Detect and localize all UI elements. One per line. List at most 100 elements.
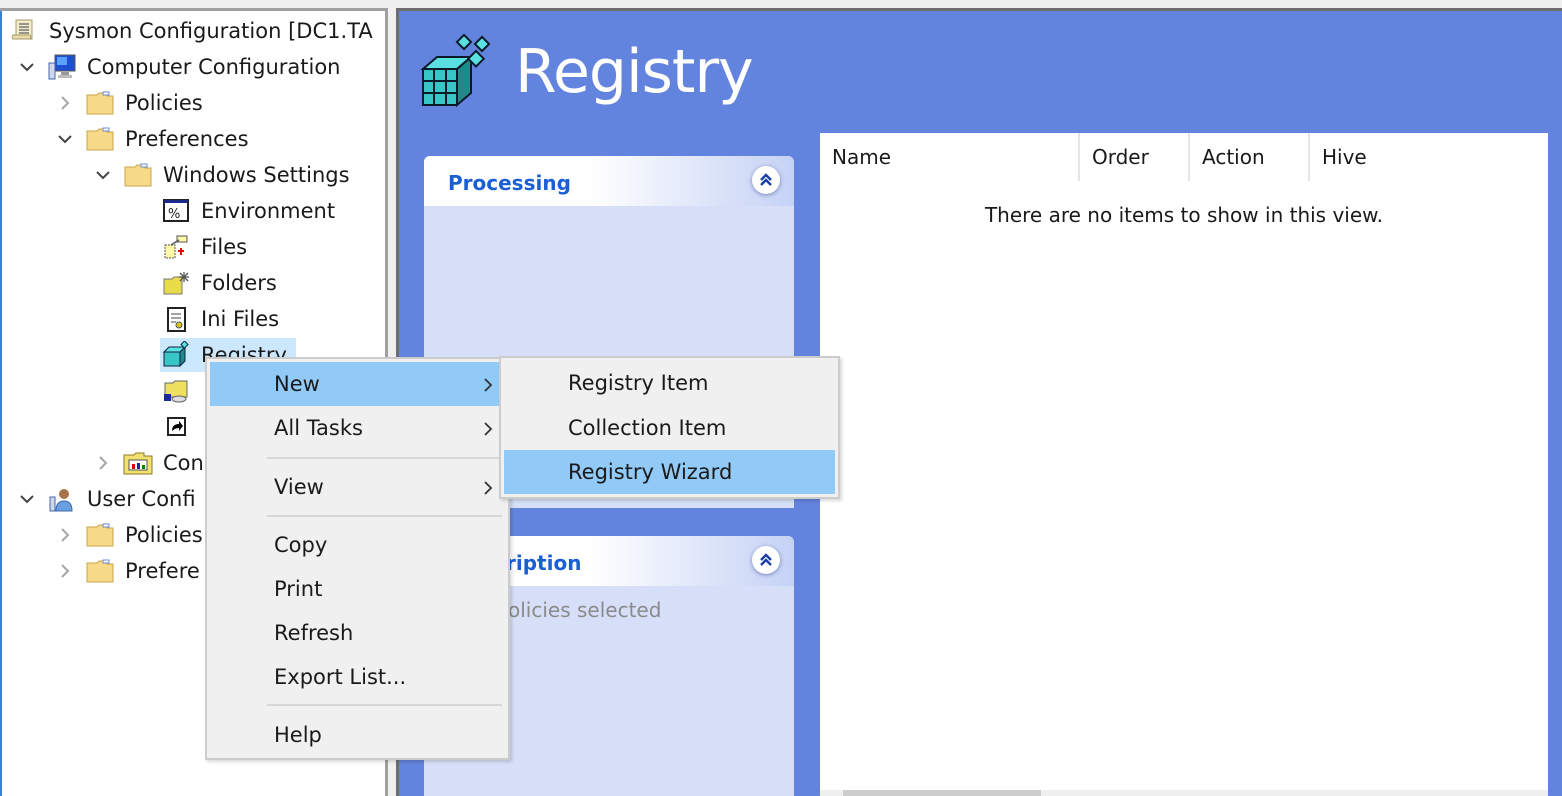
- double-chevron-up-icon: [760, 553, 772, 566]
- horizontal-scrollbar[interactable]: [820, 790, 1548, 796]
- tree-item-label: Windows Settings: [163, 163, 350, 187]
- chevron-down-icon[interactable]: [90, 162, 116, 188]
- tree-item-user-configuration[interactable]: User Confi: [14, 482, 199, 516]
- menu-item-label: View: [274, 475, 324, 499]
- menu-item-registry-item[interactable]: Registry Item: [504, 361, 835, 405]
- chevron-down-icon[interactable]: [52, 126, 78, 152]
- network-shares-icon: [160, 376, 192, 406]
- tree-item-label: Con: [163, 451, 204, 475]
- menu-item-copy[interactable]: Copy: [210, 523, 505, 567]
- menu-item-label: All Tasks: [274, 416, 363, 440]
- folder-icon: [84, 520, 116, 550]
- folder-icon: [84, 124, 116, 154]
- double-chevron-up-icon: [760, 173, 772, 186]
- menu-item-all-tasks[interactable]: All Tasks: [210, 406, 505, 450]
- registry-items-list[interactable]: Name Order Action Hive There are no item…: [820, 133, 1548, 796]
- files-icon: [160, 232, 192, 262]
- tree-item-label: User Confi: [87, 487, 196, 511]
- tree-item-folders[interactable]: Folders: [160, 266, 280, 300]
- scrollbar-thumb[interactable]: [843, 790, 1041, 796]
- folder-icon: [84, 556, 116, 586]
- menu-item-collection-item[interactable]: Collection Item: [504, 406, 835, 450]
- tree-item-policies[interactable]: Policies: [52, 86, 206, 120]
- chevron-right-icon[interactable]: [52, 558, 78, 584]
- menu-item-help[interactable]: Help: [210, 713, 505, 757]
- column-header-order[interactable]: Order: [1080, 133, 1190, 181]
- chevron-right-icon: [483, 418, 493, 442]
- tree-item-label: Policies: [125, 523, 203, 547]
- chevron-right-icon: [483, 374, 493, 398]
- tree-item-environment[interactable]: % Environment: [160, 194, 338, 228]
- menu-item-view[interactable]: View: [210, 465, 505, 509]
- tree-item-files[interactable]: Files: [160, 230, 250, 264]
- column-header-hive[interactable]: Hive: [1322, 145, 1367, 169]
- tree-item-preferences[interactable]: Preferences: [52, 122, 252, 156]
- folder-icon: [84, 88, 116, 118]
- processing-panel-title: Processing: [448, 171, 571, 195]
- tree-item-windows-settings[interactable]: Windows Settings: [90, 158, 353, 192]
- menu-separator: [267, 515, 502, 517]
- folders-icon: [160, 268, 192, 298]
- tree-item-label: Policies: [125, 91, 203, 115]
- user-icon: [46, 484, 78, 514]
- tree-item-computer-configuration[interactable]: Computer Configuration: [14, 50, 344, 84]
- control-panel-folder-icon: [122, 448, 154, 478]
- collapse-processing-button[interactable]: [752, 166, 780, 194]
- registry-icon: [419, 33, 499, 117]
- menu-item-registry-wizard[interactable]: Registry Wizard: [504, 450, 835, 494]
- chevron-right-icon[interactable]: [90, 450, 116, 476]
- menu-item-label: Registry Wizard: [568, 460, 733, 484]
- environment-icon: %: [160, 196, 192, 226]
- ini-files-icon: [160, 304, 192, 334]
- tree-item-shortcuts[interactable]: [160, 410, 198, 444]
- computer-icon: [46, 52, 78, 82]
- shortcut-icon: [160, 412, 192, 442]
- processing-panel-header[interactable]: Processing: [424, 156, 794, 206]
- empty-list-message: There are no items to show in this view.: [984, 203, 1384, 227]
- chevron-down-icon[interactable]: [14, 54, 40, 80]
- new-submenu: Registry Item Collection Item Registry W…: [499, 356, 840, 499]
- tree-item-label: Prefere: [125, 559, 200, 583]
- tree-item-label: Environment: [201, 199, 336, 223]
- description-panel-title: ription: [506, 551, 582, 575]
- folder-icon: [122, 160, 154, 190]
- menu-item-label: Registry Item: [568, 371, 709, 395]
- column-header-name[interactable]: Name: [820, 133, 1080, 181]
- description-text: olicies selected: [508, 598, 662, 622]
- menu-item-export-list[interactable]: Export List...: [210, 655, 505, 699]
- chevron-right-icon[interactable]: [52, 90, 78, 116]
- menu-item-label: New: [274, 372, 320, 396]
- tree-item-ini-files[interactable]: Ini Files: [160, 302, 282, 336]
- tree-item-label: Sysmon Configuration [DC1.TA: [49, 19, 373, 43]
- tree-item-user-preferences[interactable]: Prefere: [52, 554, 203, 588]
- tree-item-user-policies[interactable]: Policies: [52, 518, 206, 552]
- menu-item-label: Copy: [274, 533, 328, 557]
- svg-text:%: %: [168, 207, 180, 222]
- window-edge: [0, 11, 2, 796]
- menu-separator: [267, 704, 502, 706]
- collapse-description-button[interactable]: [752, 546, 780, 574]
- tree-item-network-shares[interactable]: [160, 374, 198, 408]
- menu-item-refresh[interactable]: Refresh: [210, 611, 505, 655]
- context-menu: New All Tasks View Copy Print Refresh Ex…: [205, 357, 510, 760]
- scroll-icon: [8, 16, 40, 46]
- tree-item-label: Files: [201, 235, 248, 259]
- tree-item-control-panel-settings[interactable]: Con: [90, 446, 207, 480]
- registry-icon: [160, 340, 192, 370]
- menu-item-label: Print: [274, 577, 323, 601]
- tree-item-label: Computer Configuration: [87, 55, 341, 79]
- menu-item-label: Export List...: [274, 665, 407, 689]
- menu-item-print[interactable]: Print: [210, 567, 505, 611]
- chevron-right-icon[interactable]: [52, 522, 78, 548]
- tree-item-label: Folders: [201, 271, 277, 295]
- list-header: Name Order Action Hive: [820, 133, 1548, 181]
- chevron-down-icon[interactable]: [14, 486, 40, 512]
- menu-item-label: Help: [274, 723, 322, 747]
- chevron-right-icon: [483, 477, 493, 501]
- menu-separator: [267, 457, 502, 459]
- menu-item-new[interactable]: New: [210, 362, 505, 406]
- tree-item-sysmon-configuration[interactable]: Sysmon Configuration [DC1.TA: [8, 14, 376, 48]
- page-title: Registry: [515, 37, 754, 107]
- column-header-action[interactable]: Action: [1190, 133, 1310, 181]
- menu-item-label: Refresh: [274, 621, 354, 645]
